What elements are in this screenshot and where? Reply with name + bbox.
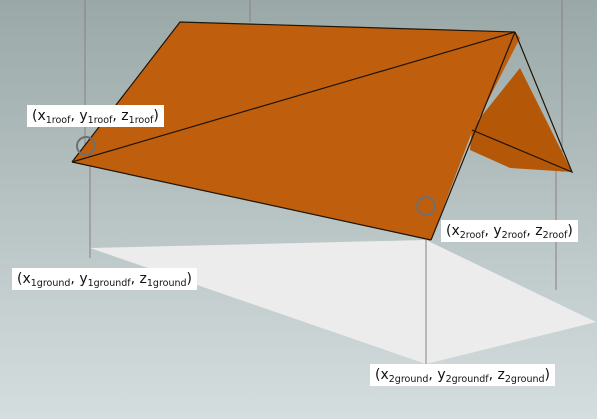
roof-main-face (72, 22, 520, 240)
roof-point-2-marker (416, 196, 436, 216)
roof-gable-edge (471, 31, 574, 174)
label-roof-point-2: (x2roof, y2roof, z2roof) (441, 220, 578, 242)
roof-point-1-marker (76, 136, 96, 156)
roof-side-face (470, 68, 572, 172)
label-ground-point-2: (x2ground, y2groundf, z2ground) (370, 364, 556, 386)
label-roof-point-1: (x1roof, y1roof, z1roof) (27, 105, 164, 127)
roof-diagonal-edge (71, 31, 516, 163)
roof-eave-edge (71, 161, 432, 241)
label-ground-point-1: (x1ground, y1groundf, z1ground) (12, 268, 198, 290)
roof-hip-edge (430, 31, 516, 241)
ground-footprint (90, 240, 596, 364)
